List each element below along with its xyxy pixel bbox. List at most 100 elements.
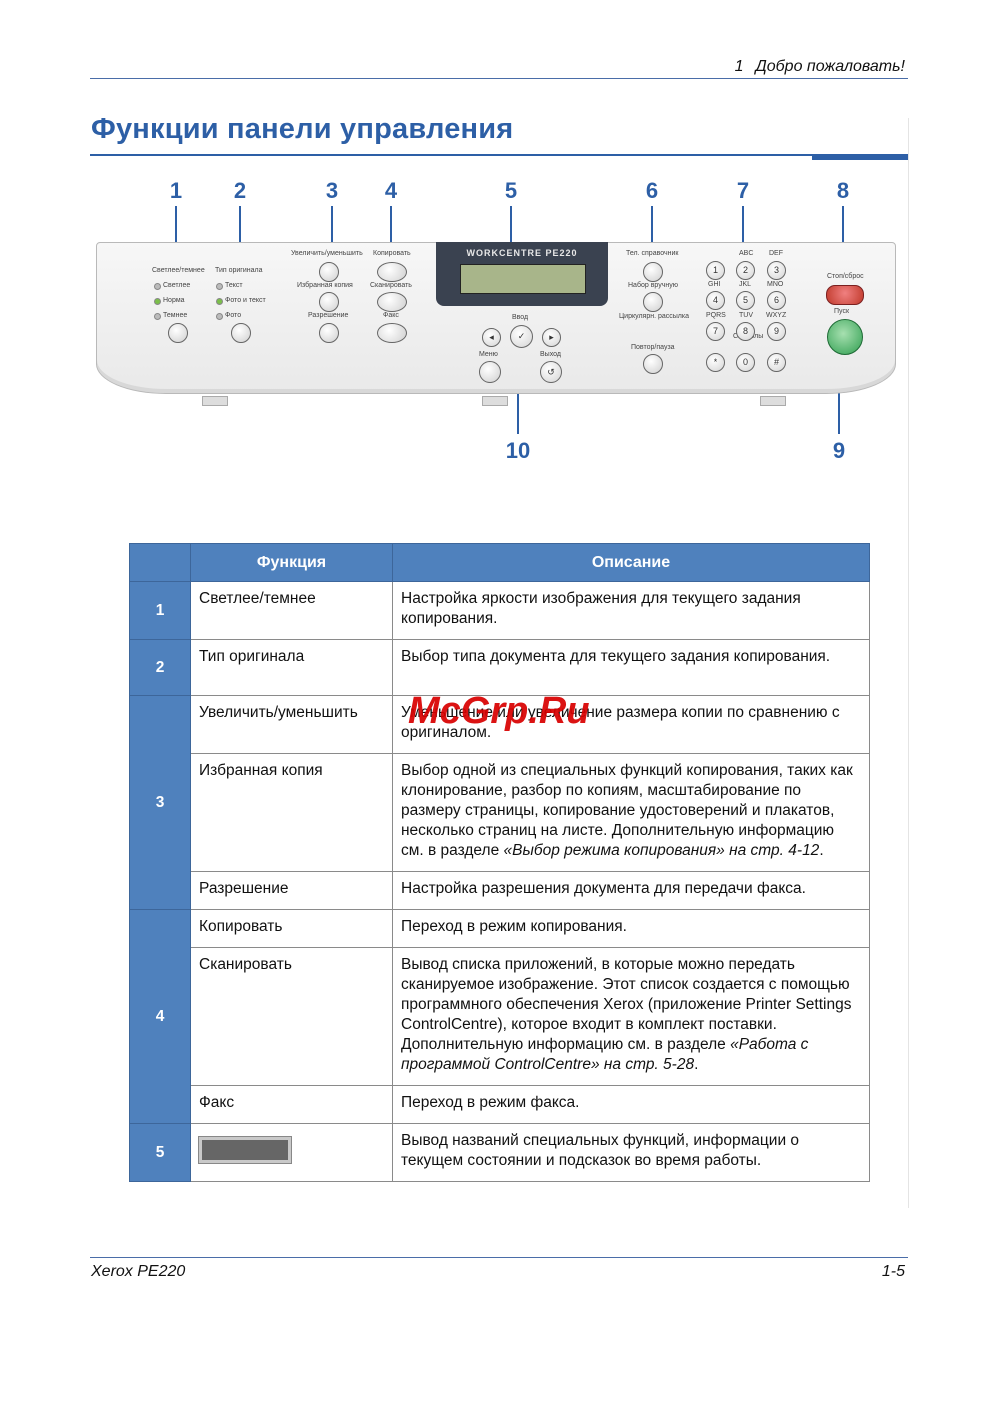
key-7[interactable]: 7 <box>706 322 725 341</box>
label-scan: Сканировать <box>370 282 412 289</box>
callout-5: 5 <box>504 178 518 203</box>
keypad-letters-tuv: TUV <box>739 312 753 319</box>
leader-2 <box>239 206 241 256</box>
key-5[interactable]: 5 <box>736 291 755 310</box>
label-text-photo: Фото и текст <box>225 297 266 304</box>
table-row: 2 Тип оригинала Выбор типа документа для… <box>129 639 870 696</box>
label-favorite-copy: Избранная копия <box>297 282 353 289</box>
leader-4 <box>390 206 392 246</box>
led-photo <box>216 313 223 320</box>
enter-button[interactable]: ✓ <box>510 325 533 348</box>
label-darker: Темнее <box>163 312 188 319</box>
lighter-darker-button[interactable] <box>168 323 188 343</box>
label-start: Пуск <box>834 308 850 315</box>
key-star[interactable]: * <box>706 353 725 372</box>
header-index <box>129 543 191 582</box>
label-enter: Ввод <box>512 314 529 321</box>
favorite-copy-button[interactable] <box>319 292 339 312</box>
key-1[interactable]: 1 <box>706 261 725 280</box>
watermark: McGrp.Ru <box>408 690 590 732</box>
callout-4: 4 <box>384 178 398 203</box>
callout-2: 2 <box>233 178 247 203</box>
reduce-enlarge-button[interactable] <box>319 262 339 282</box>
callout-6: 6 <box>645 178 659 203</box>
callout-7: 7 <box>736 178 750 203</box>
label-lighter-darker: Светлее/темнее <box>152 267 205 274</box>
leader-6 <box>651 206 653 252</box>
phonebook-button[interactable] <box>643 262 663 282</box>
leader-3 <box>331 206 333 246</box>
row-index: 4 <box>129 909 191 1124</box>
left-arrow-button[interactable]: ◂ <box>482 328 501 347</box>
label-redial: Повтор/пауза <box>631 344 675 351</box>
leader-9 <box>838 378 840 434</box>
panel-foot <box>760 396 786 406</box>
leader-7 <box>742 206 744 250</box>
manual-dial-button[interactable] <box>643 292 663 312</box>
leader-10 <box>517 366 519 434</box>
label-copy: Копировать <box>373 250 411 257</box>
chapter-header: 1 Добро пожаловать! <box>735 58 905 76</box>
row-function <box>190 1123 393 1182</box>
description-end: . <box>819 842 824 859</box>
led-normal <box>154 298 161 305</box>
start-button[interactable] <box>827 319 863 355</box>
key-9[interactable]: 9 <box>767 322 786 341</box>
callout-3: 3 <box>325 178 339 203</box>
row-description: Переход в режим копирования. <box>392 909 870 948</box>
copy-button[interactable] <box>377 262 407 282</box>
keypad-letters-jkl: JKL <box>739 281 752 288</box>
scan-button[interactable] <box>377 292 407 312</box>
key-2[interactable]: 2 <box>736 261 755 280</box>
chapter-title: Добро пожаловать! <box>755 58 906 75</box>
led-text-photo <box>216 298 223 305</box>
row-description: Выбор типа документа для текущего задани… <box>392 639 870 696</box>
leader-5 <box>510 206 512 242</box>
menu-button[interactable] <box>479 361 501 383</box>
title-rule <box>90 154 908 156</box>
footer-page-number: 1-5 <box>881 1263 905 1280</box>
row-description: Вывод списка приложений, в которые можно… <box>392 947 870 1086</box>
keypad-letters-abc: ABC <box>739 250 754 257</box>
row-description: Переход в режим факса. <box>392 1085 870 1124</box>
row-function: Копировать <box>190 909 393 948</box>
row-description: Выбор одной из специальных функций копир… <box>392 753 870 872</box>
row-index: 2 <box>129 639 191 696</box>
key-8[interactable]: 8 <box>736 322 755 341</box>
stop-clear-button[interactable] <box>826 285 864 305</box>
cross-reference-link[interactable]: «Выбор режима копирования» на стр. 4-12 <box>503 842 820 859</box>
lcd-display <box>460 264 586 294</box>
row-function: Сканировать <box>190 947 393 1086</box>
key-0[interactable]: 0 <box>736 353 755 372</box>
resolution-button[interactable] <box>319 323 339 343</box>
callout-8: 8 <box>836 178 850 203</box>
row-description: Настройка яркости изображения для текуще… <box>392 581 870 640</box>
key-4[interactable]: 4 <box>706 291 725 310</box>
fax-button[interactable] <box>377 323 407 343</box>
table-row: Разрешение Настройка разрешения документ… <box>130 871 870 910</box>
row-function: Тип оригинала <box>190 639 393 696</box>
key-hash[interactable]: # <box>767 353 786 372</box>
label-text: Текст <box>225 282 243 289</box>
key-6[interactable]: 6 <box>767 291 786 310</box>
label-normal: Норма <box>163 297 185 304</box>
table-row: Избранная копия Выбор одной из специальн… <box>130 753 870 872</box>
table-row: Факс Переход в режим факса. <box>130 1085 870 1124</box>
label-manual-dial: Набор вручную <box>628 282 678 289</box>
callout-9: 9 <box>832 438 846 463</box>
key-3[interactable]: 3 <box>767 261 786 280</box>
cross-reference-link[interactable]: «Работа с программой ControlCentre» на с… <box>401 1036 809 1073</box>
redial-pause-button[interactable] <box>643 354 663 374</box>
leader-1 <box>175 206 177 256</box>
right-arrow-button[interactable]: ▸ <box>542 328 561 347</box>
keypad-letters-ghi: GHI <box>708 281 721 288</box>
table-row: 1 Светлее/темнее Настройка яркости изобр… <box>129 581 870 640</box>
exit-button[interactable]: ↺ <box>540 361 562 383</box>
original-type-button[interactable] <box>231 323 251 343</box>
panel-foot <box>202 396 228 406</box>
chapter-number: 1 <box>734 58 744 75</box>
row-index: 5 <box>129 1123 191 1182</box>
control-panel-figure: 1 2 3 4 5 6 7 8 9 10 Светлее/темнее Свет… <box>90 170 910 470</box>
table-row: 4 Копировать Переход в режим копирования… <box>129 909 870 1124</box>
row-function: Факс <box>190 1085 393 1124</box>
